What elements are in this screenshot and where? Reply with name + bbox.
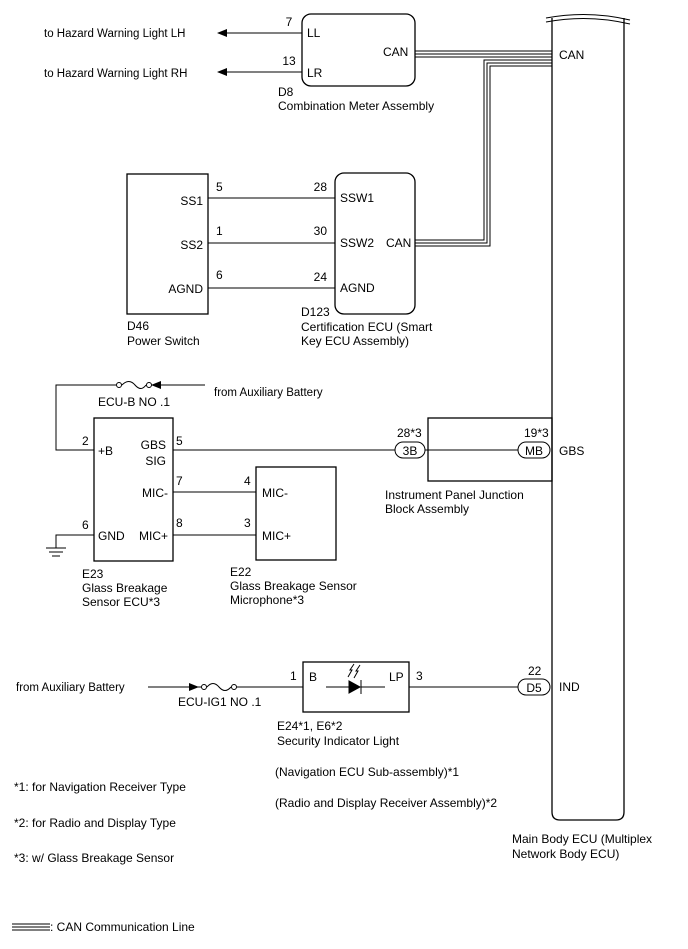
legend-can-label: : CAN Communication Line	[50, 920, 195, 934]
meter-pin-ll: 7	[286, 15, 293, 29]
mic-micm-label: MIC-	[262, 486, 288, 500]
instrument-panel-jb: 3B 28*3 MB 19*3 Instrument Panel Junctio…	[385, 417, 553, 516]
conn-3b-pin: 28*3	[397, 426, 422, 440]
gb-b-label: +B	[98, 444, 113, 458]
footnotes: *1: for Navigation Receiver Type *2: for…	[14, 780, 186, 865]
ecub-feed: from Auxiliary Battery ECU-B NO .1	[55, 381, 323, 451]
ps-pin-agnd: 6	[216, 268, 223, 282]
combination-meter: LL LR CAN 7 13 to Hazard Warning Light L…	[44, 13, 434, 113]
body-ecu-name-line2: Network Body ECU)	[512, 847, 619, 861]
cert-pin-ssw1: 28	[314, 180, 328, 194]
meter-lr-label: LR	[307, 66, 323, 80]
ind-pin-lp: 3	[416, 669, 423, 683]
ind-code: E24*1, E6*2	[277, 719, 343, 733]
gb-micm-label: MIC-	[142, 486, 168, 500]
gb-micp-label: MIC+	[139, 529, 168, 543]
ind-b-label: B	[309, 670, 317, 684]
ps-code: D46	[127, 319, 149, 333]
cert-pin-ssw2: 30	[314, 224, 328, 238]
ind-fuse-label: ECU-IG1 NO .1	[178, 695, 262, 709]
certification-ecu: SSW1 SSW2 AGND CAN 28 30 24 D123 Certifi…	[301, 172, 433, 348]
mic-wires	[173, 491, 256, 536]
can-line-symbol	[12, 923, 50, 931]
to-hazard-lh: to Hazard Warning Light LH	[44, 28, 185, 40]
security-indicator: B LP 1 3 E24*1, E6*2 Security Indicator …	[275, 661, 497, 810]
mic-name-line1: Glass Breakage Sensor	[230, 579, 357, 593]
can-line-cert	[415, 59, 552, 247]
conn-mb-pin: 19*3	[524, 426, 549, 440]
ipjb-name-line1: Instrument Panel Junction	[385, 488, 524, 502]
meter-ll-label: LL	[307, 26, 321, 40]
indicator-feed: from Auxiliary Battery ECU-IG1 NO .1	[16, 682, 303, 709]
led-icon	[326, 663, 385, 694]
can-line-meter	[415, 50, 552, 58]
body-ecu-ind-label: IND	[559, 680, 580, 694]
meter-name: Combination Meter Assembly	[278, 99, 434, 113]
gb-sig-label: SIG	[145, 454, 166, 468]
mic-name-line2: Microphone*3	[230, 593, 304, 607]
power-switch: SS1 SS2 AGND 5 1 6 D46 Power Switch	[126, 173, 223, 348]
ind-pin-b: 1	[290, 669, 297, 683]
ps-cert-wires	[208, 197, 335, 289]
mic-micp-label: MIC+	[262, 529, 291, 543]
cert-pin-agnd: 24	[314, 270, 328, 284]
glass-breakage-mic: MIC- MIC+ 4 3 E22 Glass Breakage Sensor …	[230, 466, 357, 607]
meter-pin-lr: 13	[282, 54, 296, 68]
gb-gnd-label: GND	[98, 529, 125, 543]
mic-pin-p: 3	[244, 516, 251, 530]
gb-pin-gnd: 6	[82, 518, 89, 532]
legend: : CAN Communication Line	[12, 920, 195, 934]
glass-breakage-ecu: +B GBS SIG MIC- MIC+ GND 2 5 7 8 6 E23 G…	[82, 417, 183, 609]
ind-note2: (Radio and Display Receiver Assembly)*2	[275, 796, 497, 810]
ind-note1: (Navigation ECU Sub-assembly)*1	[275, 765, 459, 779]
body-ecu-gbs-label: GBS	[559, 444, 584, 458]
ps-pin-ss2: 1	[216, 224, 223, 238]
gb-pin-micp: 8	[176, 516, 183, 530]
cert-can-label: CAN	[386, 236, 411, 250]
cert-ssw1-label: SSW1	[340, 191, 374, 205]
ind-from-label: from Auxiliary Battery	[16, 682, 125, 694]
conn-mb: MB	[525, 444, 543, 458]
conn-d5: D5	[526, 681, 542, 695]
gb-pin-b: 2	[82, 434, 89, 448]
meter-can-label: CAN	[383, 45, 408, 59]
ps-agnd-label: AGND	[168, 282, 203, 296]
mic-pin-m: 4	[244, 474, 251, 488]
meter-code: D8	[278, 85, 294, 99]
gb-pin-gbs: 5	[176, 434, 183, 448]
ps-ss2-label: SS2	[180, 238, 203, 252]
gb-pin-micm: 7	[176, 474, 183, 488]
cert-name-line2: Key ECU Assembly)	[301, 334, 409, 348]
gb-name-line2: Sensor ECU*3	[82, 595, 160, 609]
to-hazard-rh: to Hazard Warning Light RH	[44, 68, 187, 80]
ipjb-name-line2: Block Assembly	[385, 502, 469, 516]
body-ecu-name-line1: Main Body ECU (Multiplex	[512, 832, 652, 846]
ps-name: Power Switch	[127, 334, 200, 348]
main-body-ecu: CAN GBS IND Main Body ECU (Multiplex Net…	[512, 13, 652, 861]
ecub-from-label: from Auxiliary Battery	[214, 387, 323, 399]
gb-name-line1: Glass Breakage	[82, 581, 168, 595]
cert-code: D123	[301, 305, 330, 319]
ind-lp-label: LP	[389, 670, 404, 684]
gb-gbs-label: GBS	[141, 438, 166, 452]
cert-agnd-label: AGND	[340, 281, 375, 295]
footnote-1: *1: for Navigation Receiver Type	[14, 780, 186, 794]
conn-3b: 3B	[403, 444, 418, 458]
footnote-2: *2: for Radio and Display Type	[14, 816, 176, 830]
ind-name: Security Indicator Light	[277, 734, 400, 748]
ps-pin-ss1: 5	[216, 180, 223, 194]
gb-code: E23	[82, 567, 104, 581]
conn-d5-pin: 22	[528, 664, 542, 678]
cert-ssw2-label: SSW2	[340, 236, 374, 250]
ground-symbol	[46, 534, 94, 557]
ps-ss1-label: SS1	[180, 194, 203, 208]
ind-wire: D5 22	[409, 664, 551, 696]
ecub-fuse-label: ECU-B NO .1	[98, 395, 170, 409]
cert-name-line1: Certification ECU (Smart	[301, 320, 433, 334]
mic-code: E22	[230, 565, 252, 579]
body-ecu-can-label: CAN	[559, 48, 584, 62]
footnote-3: *3: w/ Glass Breakage Sensor	[14, 851, 174, 865]
